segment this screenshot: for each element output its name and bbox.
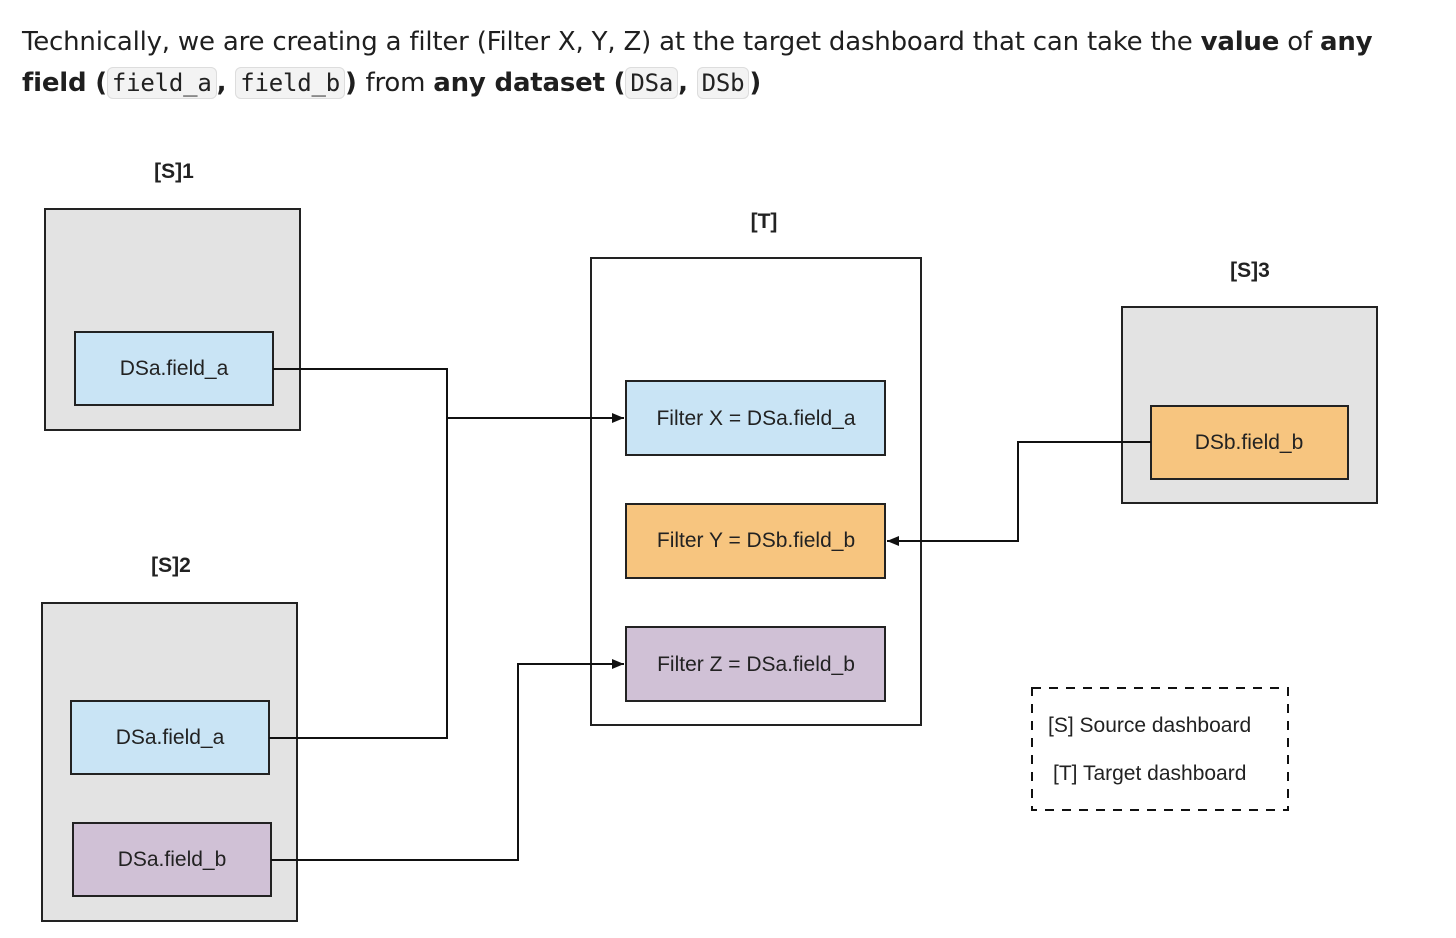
s3-dsb-field-b-label: DSb.field_b — [1195, 431, 1304, 454]
intro-comma-1: , — [216, 68, 236, 98]
s2-title: [S]2 — [151, 554, 191, 577]
s2-dsa-field-b-label: DSa.field_b — [118, 848, 227, 871]
s1-dsa-field-a-label: DSa.field_a — [120, 357, 229, 380]
s3-dsb-field-b-box — [1150, 405, 1349, 480]
s3-title: [S]3 — [1230, 259, 1270, 282]
filter-y-label: Filter Y = DSb.field_b — [657, 529, 855, 552]
t-title: [T] — [751, 210, 778, 233]
intro-of-word: of — [1279, 27, 1320, 57]
filter-z-box — [625, 626, 886, 702]
s2-dsa-field-a-box — [70, 700, 270, 775]
intro-field-word: field ( — [22, 68, 107, 98]
legend-box — [1031, 687, 1289, 811]
filter-x-label: Filter X = DSa.field_a — [656, 407, 855, 430]
intro-paragraph: Technically, we are creating a filter (F… — [22, 22, 1432, 104]
intro-value-word: value — [1200, 27, 1280, 57]
s2-dsa-field-b-box — [72, 822, 272, 897]
filter-z-label: Filter Z = DSa.field_b — [657, 653, 855, 676]
s1-dsa-field-a-box — [74, 331, 274, 406]
intro-close-paren-1: ) — [344, 68, 366, 98]
intro-any-dataset: any dataset ( — [433, 68, 626, 98]
s2-dsa-field-a-label: DSa.field_a — [116, 726, 225, 749]
legend-target: [T] Target dashboard — [1053, 762, 1246, 785]
intro-any-word: any — [1319, 27, 1373, 57]
filter-x-box — [625, 380, 886, 456]
code-dsa: DSa — [625, 67, 679, 99]
intro-comma-2: , — [678, 68, 697, 98]
intro-close-paren-2: ) — [749, 68, 762, 98]
arrow-to-filter-z — [271, 659, 624, 861]
legend-source: [S] Source dashboard — [1048, 714, 1251, 737]
connector-dsa-field-a-bus — [269, 368, 448, 739]
code-dsb: DSb — [696, 67, 750, 99]
intro-text: Technically, we are creating a filter (F… — [22, 27, 1201, 57]
filter-y-box — [625, 503, 886, 579]
s1-title: [S]1 — [154, 160, 194, 183]
arrow-to-filter-y — [887, 441, 1151, 546]
code-field-b: field_b — [235, 67, 345, 99]
code-field-a: field_a — [106, 67, 217, 99]
intro-from-word: from — [365, 68, 434, 98]
